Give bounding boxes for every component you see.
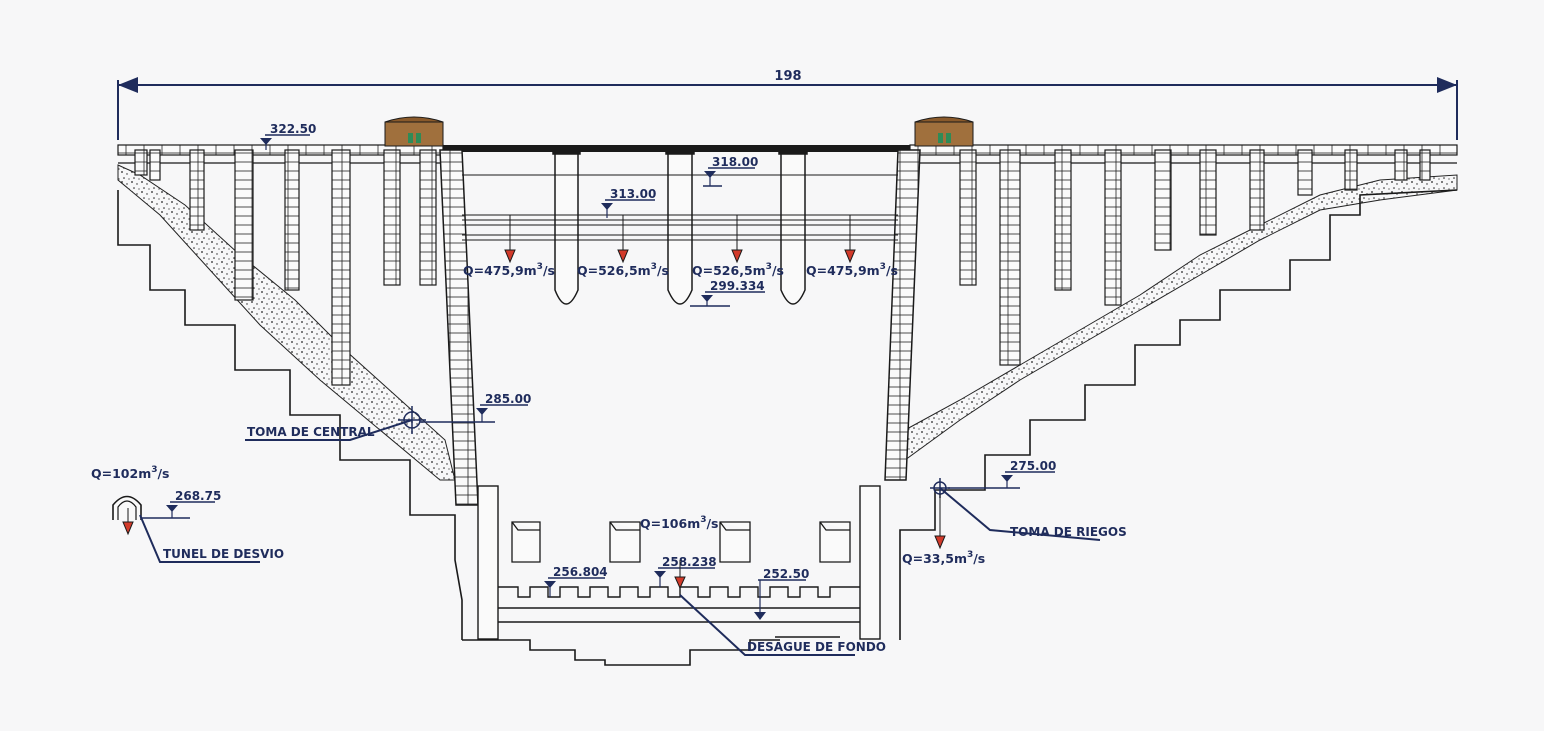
flow-spillway-3: Q=526,5m3/s: [692, 262, 784, 278]
overall-dimension: 198: [117, 69, 1458, 140]
elev-spillway-bottom: 299.334: [710, 279, 765, 293]
leader-lines: [139, 419, 1101, 656]
label-bottom-outlet: DESAGUE DE FONDO: [747, 640, 886, 654]
bottom-foundation: [462, 636, 840, 666]
flow-spillway-2: Q=526,5m3/s: [577, 262, 669, 278]
left-buttresses: [134, 149, 437, 386]
flow-bottom-outlet: Q=106m3/s: [640, 515, 719, 531]
flow-irrigation: Q=33,5m3/s: [902, 550, 985, 566]
elev-irrigation-intake: 275.00: [1010, 459, 1056, 473]
flow-spillway-4: Q=475,9m3/s: [806, 262, 898, 278]
spillway-gates: [552, 147, 808, 305]
flow-arrows: [122, 215, 946, 590]
elev-bottom-left: 256.804: [553, 565, 608, 579]
outlet-blocks: [511, 521, 851, 563]
spillway-level-lines: [462, 174, 898, 241]
spillway-flow-labels: Q=475,9m3/s Q=526,5m3/s Q=526,5m3/s Q=47…: [463, 262, 898, 278]
elev-crest: 322.50: [270, 122, 316, 136]
diversion-tunnel: [112, 495, 142, 520]
right-buttresses: [959, 149, 1431, 366]
elev-bottom-center: 258.238: [662, 555, 717, 569]
elev-diversion: 268.75: [175, 489, 221, 503]
elev-foundation: 252.50: [763, 567, 809, 581]
left-foundation-steps: [117, 190, 463, 640]
right-abutment-rock: [904, 174, 1458, 461]
elev-spillway-level: 313.00: [610, 187, 656, 201]
flow-spillway-1: Q=475,9m3/s: [463, 262, 555, 278]
stilling-basin: [477, 485, 881, 640]
overall-width-label: 198: [774, 69, 801, 84]
left-gate-house: [384, 116, 444, 147]
flow-diversion: Q=102m3/s: [91, 465, 170, 481]
label-diversion-tunnel: TUNEL DE DESVIO: [163, 547, 284, 561]
elev-power-intake: 285.00: [485, 392, 531, 406]
right-foundation-steps: [899, 189, 1458, 640]
elev-spillway-top: 318.00: [712, 155, 758, 169]
right-main-pier: [884, 149, 921, 481]
label-power-intake: TOMA DE CENTRAL: [247, 425, 375, 439]
right-gate-house: [914, 116, 974, 147]
label-irrigation-intake: TOMA DE RIEGOS: [1010, 525, 1127, 539]
elevation-markers: 322.50 318.00 313.00 299.334 285.00 275.…: [141, 122, 1056, 620]
